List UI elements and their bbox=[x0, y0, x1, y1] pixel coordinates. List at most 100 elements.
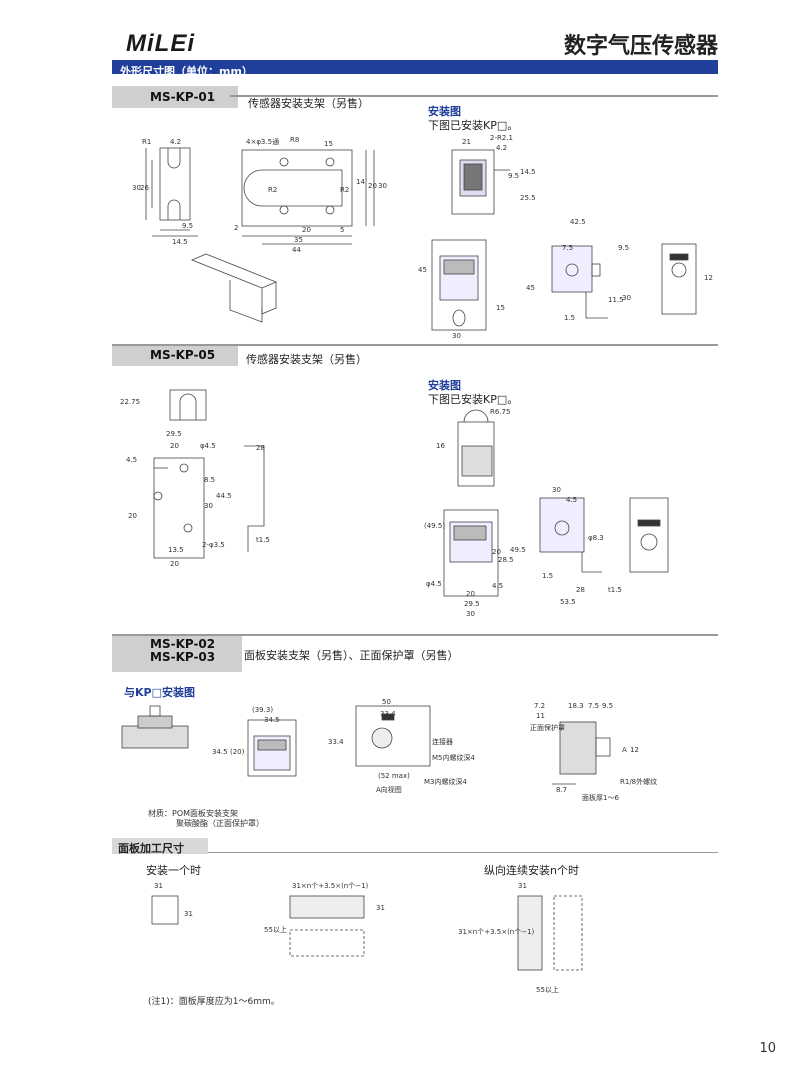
kp01-dim: 30 bbox=[622, 294, 631, 302]
kp02-dim: 12 bbox=[630, 746, 639, 754]
kp01-install-note: 下图已安装KP□。 bbox=[428, 119, 519, 132]
model-kp03: MS-KP-03 bbox=[150, 650, 216, 664]
model-tab-kp02: MS-KP-02 MS-KP-03 bbox=[112, 634, 242, 672]
kp01-dim: 45 bbox=[418, 266, 427, 274]
kp05-dim: 16 bbox=[436, 442, 445, 450]
kp02-description: 面板安装支架（另售）、正面保护罩（另售） bbox=[244, 649, 459, 662]
kp05-install-side bbox=[539, 497, 585, 553]
kp01-dim: 9.5 bbox=[182, 222, 193, 230]
kp05-dim: 28 bbox=[576, 586, 585, 594]
kp01-install-title: 安装图 bbox=[428, 105, 461, 118]
panel-cut-multi: 纵向连续安装n个时 bbox=[484, 864, 579, 877]
model-kp05: MS-KP-05 bbox=[150, 348, 216, 362]
kp02-dim: (39.3) bbox=[252, 706, 273, 714]
kp05-dim: 20 bbox=[466, 590, 475, 598]
kp01-install-front bbox=[431, 239, 487, 331]
kp05-install-rear bbox=[629, 497, 669, 573]
kp02-dim: 7.2 bbox=[534, 702, 545, 710]
kp02-install-title: 与KP□安装图 bbox=[124, 686, 195, 699]
material-1: POM面板安装支架 bbox=[172, 809, 239, 818]
kp01-dim: R2 bbox=[268, 186, 277, 194]
kp05-dim: 30 bbox=[552, 486, 561, 494]
kp05-dim: 2-φ3.5 bbox=[202, 541, 225, 549]
kp02-dim: 33.4 bbox=[380, 710, 396, 718]
kp02-a-view bbox=[355, 705, 431, 767]
kp01-dim: R2 bbox=[340, 186, 349, 194]
kp01-dim: 15 bbox=[496, 304, 505, 312]
kp05-install-title: 安装图 bbox=[428, 379, 461, 392]
material-2: 聚碳酸酯（正面保护罩） bbox=[176, 819, 264, 828]
kp05-dim: 30 bbox=[466, 610, 475, 618]
kp02-dim: 9.5 bbox=[602, 702, 613, 710]
panel-cut-title: 面板加工尺寸 bbox=[118, 842, 184, 855]
kp05-dim: R6.75 bbox=[490, 408, 510, 416]
kp01-install-rear bbox=[661, 243, 697, 315]
model-tab-kp01: MS-KP-01 bbox=[112, 86, 238, 108]
kp01-dim: 5 bbox=[340, 226, 344, 234]
divider bbox=[208, 852, 718, 853]
kp05-dim: 4.5 bbox=[566, 496, 577, 504]
kp02-front-view bbox=[247, 719, 297, 777]
divider bbox=[112, 634, 718, 636]
model-kp01: MS-KP-01 bbox=[150, 90, 216, 104]
material-prefix: 材质： bbox=[148, 809, 172, 818]
kp05-dim: 29.5 bbox=[464, 600, 480, 608]
kp02-dim: (52 max) bbox=[378, 772, 410, 780]
kp01-dim: 30 bbox=[452, 332, 461, 340]
kp01-drawings: R1 4.2 30 26 9.5 14.5 4×φ3.5通 R8 15 R2 R… bbox=[132, 134, 713, 340]
kp05-dim: t1.5 bbox=[608, 586, 622, 594]
kp01-front-view bbox=[241, 149, 353, 227]
kp01-dim: 4.2 bbox=[170, 138, 181, 146]
kp01-dim: R1 bbox=[142, 138, 151, 146]
cut-min: 55以上 bbox=[264, 925, 287, 934]
kp05-install-front bbox=[443, 509, 499, 597]
kp01-dim: 14.5 bbox=[520, 168, 536, 176]
kp05-description: 传感器安装支架（另售） bbox=[246, 353, 367, 366]
kp05-dim: 20 bbox=[128, 512, 137, 520]
cut-min: 55以上 bbox=[536, 985, 559, 994]
cutout-single bbox=[151, 895, 179, 925]
kp01-dim: 42.5 bbox=[570, 218, 586, 226]
kp01-dim: 25.5 bbox=[520, 194, 536, 202]
panel-cut-header bbox=[112, 838, 208, 854]
kp01-dim: 21 bbox=[462, 138, 471, 146]
kp02-dim: 50 bbox=[382, 698, 391, 706]
kp01-dim: 9.5 bbox=[618, 244, 629, 252]
kp02-section-view bbox=[559, 721, 597, 775]
kp01-dim: 9.5 bbox=[508, 172, 519, 180]
cutout-horizontal bbox=[289, 895, 365, 919]
kp05-dim: 53.5 bbox=[560, 598, 576, 606]
kp05-install-note: 下图已安装KP□。 bbox=[428, 393, 519, 406]
kp05-install-top bbox=[457, 421, 495, 487]
kp02-dim: (20) bbox=[230, 748, 245, 756]
kp01-dim: 7.5 bbox=[562, 244, 573, 252]
kp01-dim: 2 bbox=[234, 224, 238, 232]
kp01-iso-view bbox=[190, 253, 278, 289]
kp05-dim: 13.5 bbox=[168, 546, 184, 554]
cut-dim: 31 bbox=[376, 904, 385, 912]
kp01-dim: 12 bbox=[704, 274, 713, 282]
kp01-dim: 44 bbox=[292, 246, 301, 254]
kp05-dim: 29.5 bbox=[166, 430, 182, 438]
panel-cut-single: 安装一个时 bbox=[146, 864, 201, 877]
page-title: 数字气压传感器 bbox=[563, 34, 718, 59]
kp05-dim: φ4.5 bbox=[200, 442, 216, 450]
kp05-dim: φ8.3 bbox=[588, 534, 604, 542]
panel-cut-drawings: 31 31 31×n个+3.5×(n个−1) 31 55以上 31 31×n个+… bbox=[151, 882, 583, 994]
cut-dim: 31 bbox=[154, 882, 163, 890]
kp01-dim: 35 bbox=[294, 236, 303, 244]
kp05-dim: 20 bbox=[170, 442, 179, 450]
kp05-dim: 1.5 bbox=[542, 572, 553, 580]
kp02-dim: 8.7 bbox=[556, 786, 567, 794]
model-kp02: MS-KP-02 bbox=[150, 637, 216, 651]
kp05-dim: t1.5 bbox=[256, 536, 270, 544]
section-bar: 外形尺寸图（单位：mm） bbox=[112, 60, 718, 78]
kp02-label: M3内螺纹深4 bbox=[424, 777, 467, 786]
kp01-dim: 14.5 bbox=[172, 238, 188, 246]
kp02-dim: 34.5 bbox=[212, 748, 228, 756]
kp01-dim: 2-R2.1 bbox=[490, 134, 513, 142]
kp05-dim: 44.5 bbox=[216, 492, 232, 500]
kp05-drawings: 22.75 29.5 20 φ4.5 4.5 8.5 44.5 30 20 13… bbox=[120, 389, 669, 618]
cut-formula: 31×n个+3.5×(n个−1) bbox=[458, 928, 535, 936]
panel-cut-note: (注1)：面板厚度应为1～6mm。 bbox=[148, 997, 280, 1007]
